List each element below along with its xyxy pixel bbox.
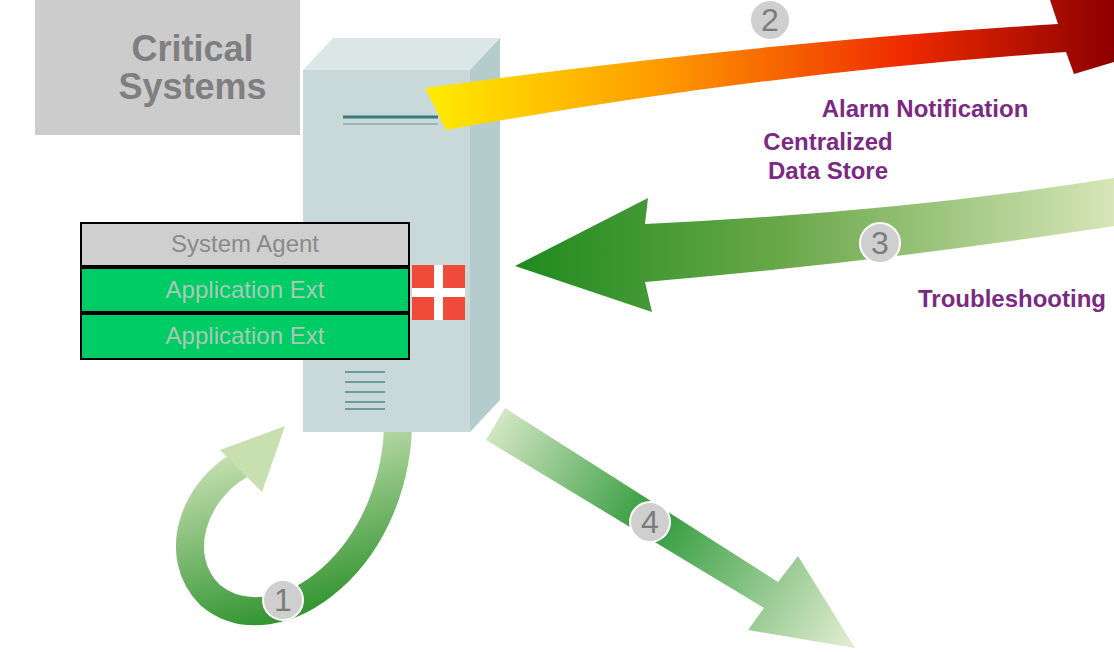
node-text: Application Ext <box>166 322 325 351</box>
node-text: Critical Systems <box>108 30 278 106</box>
alarm-arrow <box>425 0 1114 130</box>
drive-slot <box>343 116 438 119</box>
arrow-label: Centralized Data Store <box>738 128 918 186</box>
callout-number: 1 <box>263 580 303 620</box>
node-text: System Agent <box>171 230 319 259</box>
extension-box: Application Ext <box>80 313 410 360</box>
agent-box: System Agent <box>80 222 410 267</box>
callout-number: 2 <box>750 0 790 40</box>
extension-box: Application Ext <box>80 267 410 313</box>
health-icon <box>412 265 465 320</box>
loop-arrow <box>190 405 398 611</box>
arrow-label: Alarm Notification <box>790 95 1060 124</box>
node-text: Application Ext <box>166 276 325 305</box>
system-group-box: Critical Systems <box>35 0 300 135</box>
callout-number: 4 <box>630 502 670 542</box>
callout-number: 3 <box>860 223 900 263</box>
server-top <box>303 38 500 70</box>
loop-arrow-head <box>220 426 285 492</box>
arrow-label: Troubleshooting <box>918 285 1106 314</box>
datastore-arrow <box>486 408 855 648</box>
drive-slot <box>343 123 438 125</box>
vent-lines <box>345 372 385 409</box>
